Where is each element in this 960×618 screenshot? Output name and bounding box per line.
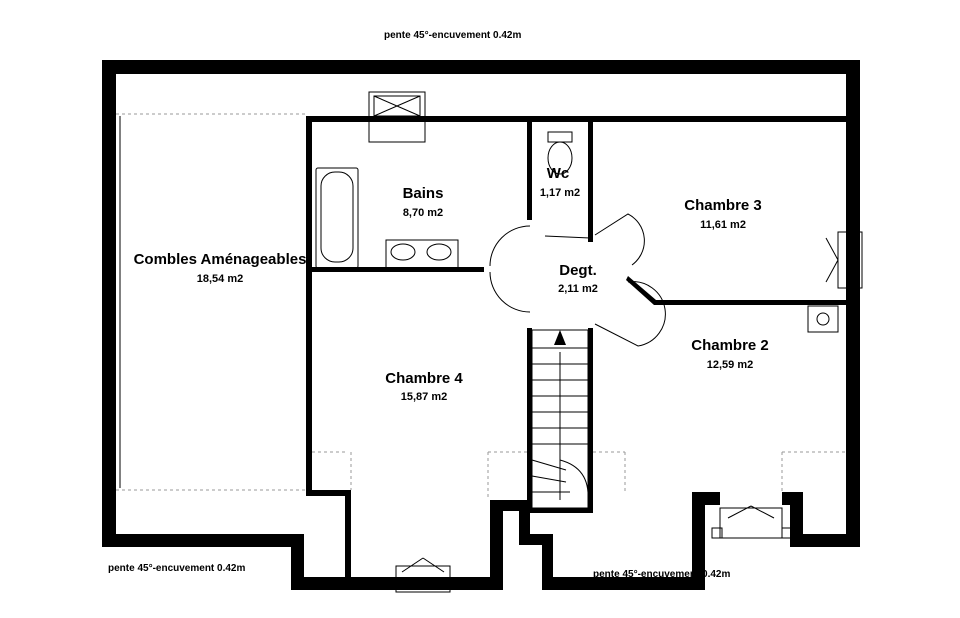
stair-arrow-icon bbox=[554, 330, 566, 345]
bathtub bbox=[315, 167, 359, 269]
window-chambre2 bbox=[711, 505, 793, 539]
room-name-degt: Degt. bbox=[559, 262, 597, 279]
window-chambre4 bbox=[395, 557, 451, 593]
room-name-wc: Wc bbox=[547, 165, 570, 182]
door-swings bbox=[489, 213, 666, 347]
room-area-chambre4: 15,87 m2 bbox=[401, 391, 447, 403]
room-area-wc: 1,17 m2 bbox=[540, 187, 580, 199]
room-area-combles: 18,54 m2 bbox=[197, 273, 243, 285]
roof-note-bottom-right: pente 45°-encuvement 0.42m bbox=[593, 569, 730, 580]
roof-note-bottom-left: pente 45°-encuvement 0.42m bbox=[108, 563, 245, 574]
double-sink bbox=[385, 239, 459, 269]
roof-note-top: pente 45°-encuvement 0.42m bbox=[384, 30, 521, 41]
room-name-chambre2: Chambre 2 bbox=[691, 337, 769, 354]
room-area-chambre2: 12,59 m2 bbox=[707, 359, 753, 371]
roof-window-top bbox=[368, 91, 426, 143]
room-area-bains: 8,70 m2 bbox=[403, 207, 443, 219]
staircase bbox=[531, 329, 589, 509]
eaves-lines bbox=[116, 113, 846, 500]
room-name-bains: Bains bbox=[403, 185, 444, 202]
interior-walls bbox=[306, 116, 846, 580]
wash-basin bbox=[807, 305, 839, 333]
room-area-degt: 2,11 m2 bbox=[558, 283, 598, 295]
outer-walls bbox=[102, 60, 860, 590]
room-name-combles: Combles Aménageables bbox=[134, 251, 307, 268]
toilet bbox=[547, 131, 573, 175]
window-chambre3 bbox=[825, 231, 863, 289]
room-name-chambre4: Chambre 4 bbox=[385, 370, 463, 387]
room-area-chambre3: 11,61 m2 bbox=[700, 219, 746, 231]
room-name-chambre3: Chambre 3 bbox=[684, 197, 762, 214]
